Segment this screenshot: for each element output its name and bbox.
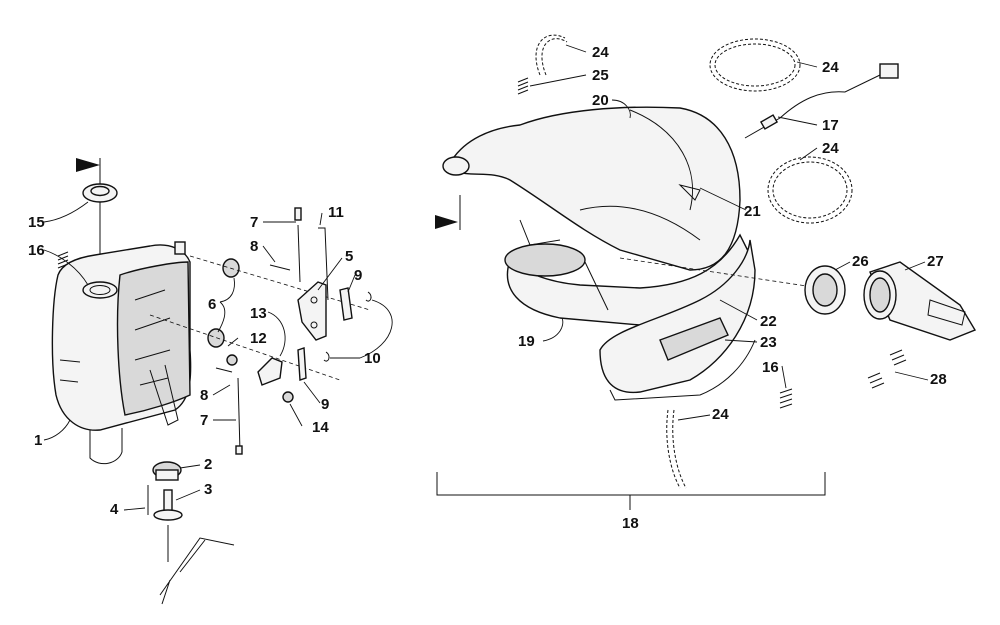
callout-13: 13 — [250, 305, 267, 322]
callout-27: 27 — [927, 253, 944, 270]
callout-23: 23 — [760, 334, 777, 351]
callout-17: 17 — [822, 117, 839, 134]
callout-9-top: 9 — [354, 267, 362, 284]
callout-22: 22 — [760, 313, 777, 330]
spring-part-25 — [517, 77, 529, 95]
clamp-part-mid-right — [767, 156, 853, 224]
callout-labels: 15 16 1 2 3 4 7 8 11 5 9 6 13 12 10 8 9 … — [28, 44, 947, 532]
callout-6: 6 — [208, 296, 216, 313]
callout-28: 28 — [930, 371, 947, 388]
callout-11: 11 — [328, 204, 344, 221]
callout-24-d: 24 — [712, 406, 729, 423]
clamp-part-bottom — [666, 409, 687, 489]
callout-26: 26 — [852, 253, 869, 270]
callout-8-bottom: 8 — [200, 387, 208, 404]
reference-flag-right — [435, 195, 461, 230]
leader-lines — [43, 44, 929, 511]
callout-12: 12 — [250, 330, 267, 347]
gasket-part — [804, 265, 846, 315]
callout-24-a: 24 — [592, 44, 609, 61]
callout-7-bottom: 7 — [200, 412, 208, 429]
mount-parts — [147, 461, 235, 605]
spring-part-right — [779, 388, 793, 409]
grommet-part — [82, 183, 118, 203]
bracket-part-5 — [269, 207, 372, 341]
callout-16-left: 16 — [28, 242, 45, 259]
callout-8-top: 8 — [250, 238, 258, 255]
callout-10: 10 — [364, 350, 381, 367]
clamp-part-top-right — [709, 38, 801, 92]
callout-16-right: 16 — [762, 359, 779, 376]
bracket-part-13 — [215, 347, 330, 455]
muffler-part — [51, 241, 192, 465]
callout-9-bottom: 9 — [321, 396, 329, 413]
spring-part-left — [57, 251, 69, 269]
clamp-part-top-left — [535, 34, 568, 76]
callout-24-b: 24 — [822, 59, 839, 76]
assembly-bracket-18 — [436, 472, 826, 510]
isolator-parts — [149, 255, 371, 381]
exhaust-pipe-part — [442, 106, 741, 271]
callout-25: 25 — [592, 67, 609, 84]
callout-1: 1 — [34, 432, 42, 449]
callout-4: 4 — [110, 501, 119, 518]
callout-19: 19 — [518, 333, 535, 350]
callout-5: 5 — [345, 248, 353, 265]
callout-2: 2 — [204, 456, 212, 473]
sensor-part — [744, 63, 899, 139]
callout-3: 3 — [204, 481, 212, 498]
callout-18: 18 — [622, 515, 639, 532]
callout-24-c: 24 — [822, 140, 839, 157]
callout-20: 20 — [592, 92, 609, 109]
callout-14: 14 — [312, 419, 329, 436]
callout-15: 15 — [28, 214, 45, 231]
manifold-part — [863, 261, 977, 341]
spring-part-28 — [867, 349, 907, 389]
heat-shield-part — [599, 239, 756, 401]
callout-21: 21 — [744, 203, 761, 220]
callout-7-top: 7 — [250, 214, 258, 231]
